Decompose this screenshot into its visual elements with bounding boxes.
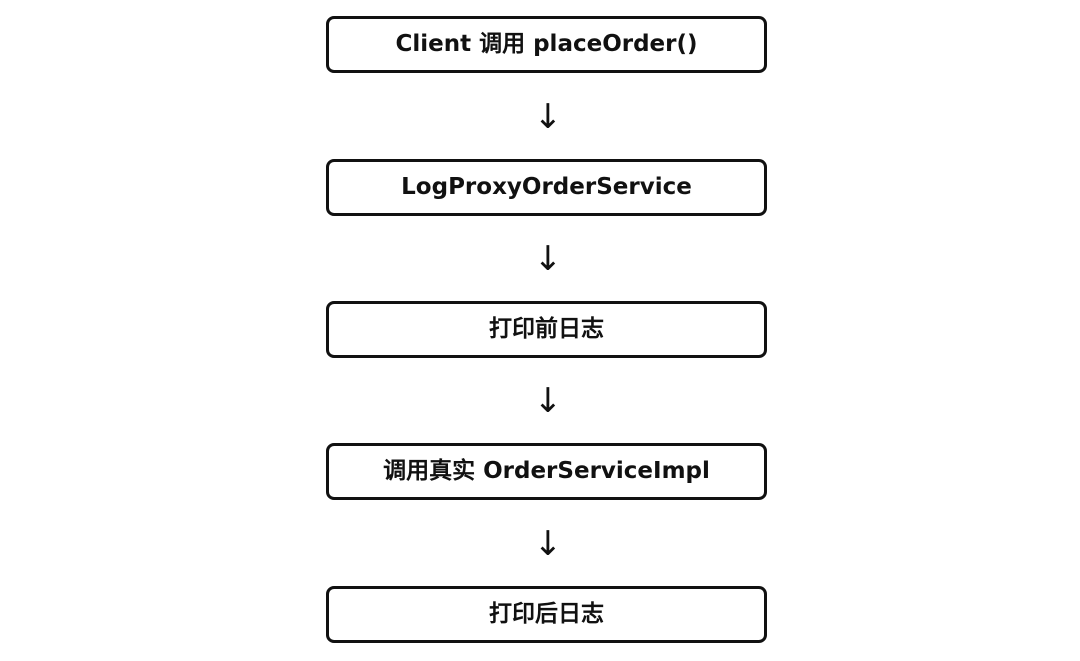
step-label: 打印前日志 [489,316,604,342]
step-log-proxy-order-service: LogProxyOrderService [326,159,767,216]
step-call-real-order-service-impl: 调用真实 OrderServiceImpl [326,443,767,500]
step-print-before-log: 打印前日志 [326,301,767,358]
down-arrow-icon: ↓ [533,381,563,421]
down-arrow-icon: ↓ [533,97,563,137]
step-label: LogProxyOrderService [401,174,692,200]
step-label: 调用真实 OrderServiceImpl [383,458,710,484]
step-client-call-placeorder: Client 调用 placeOrder() [326,16,767,73]
step-label: Client 调用 placeOrder() [395,31,698,57]
down-arrow-icon: ↓ [533,524,563,564]
down-arrow-icon: ↓ [533,239,563,279]
step-label: 打印后日志 [489,601,604,627]
step-print-after-log: 打印后日志 [326,586,767,643]
